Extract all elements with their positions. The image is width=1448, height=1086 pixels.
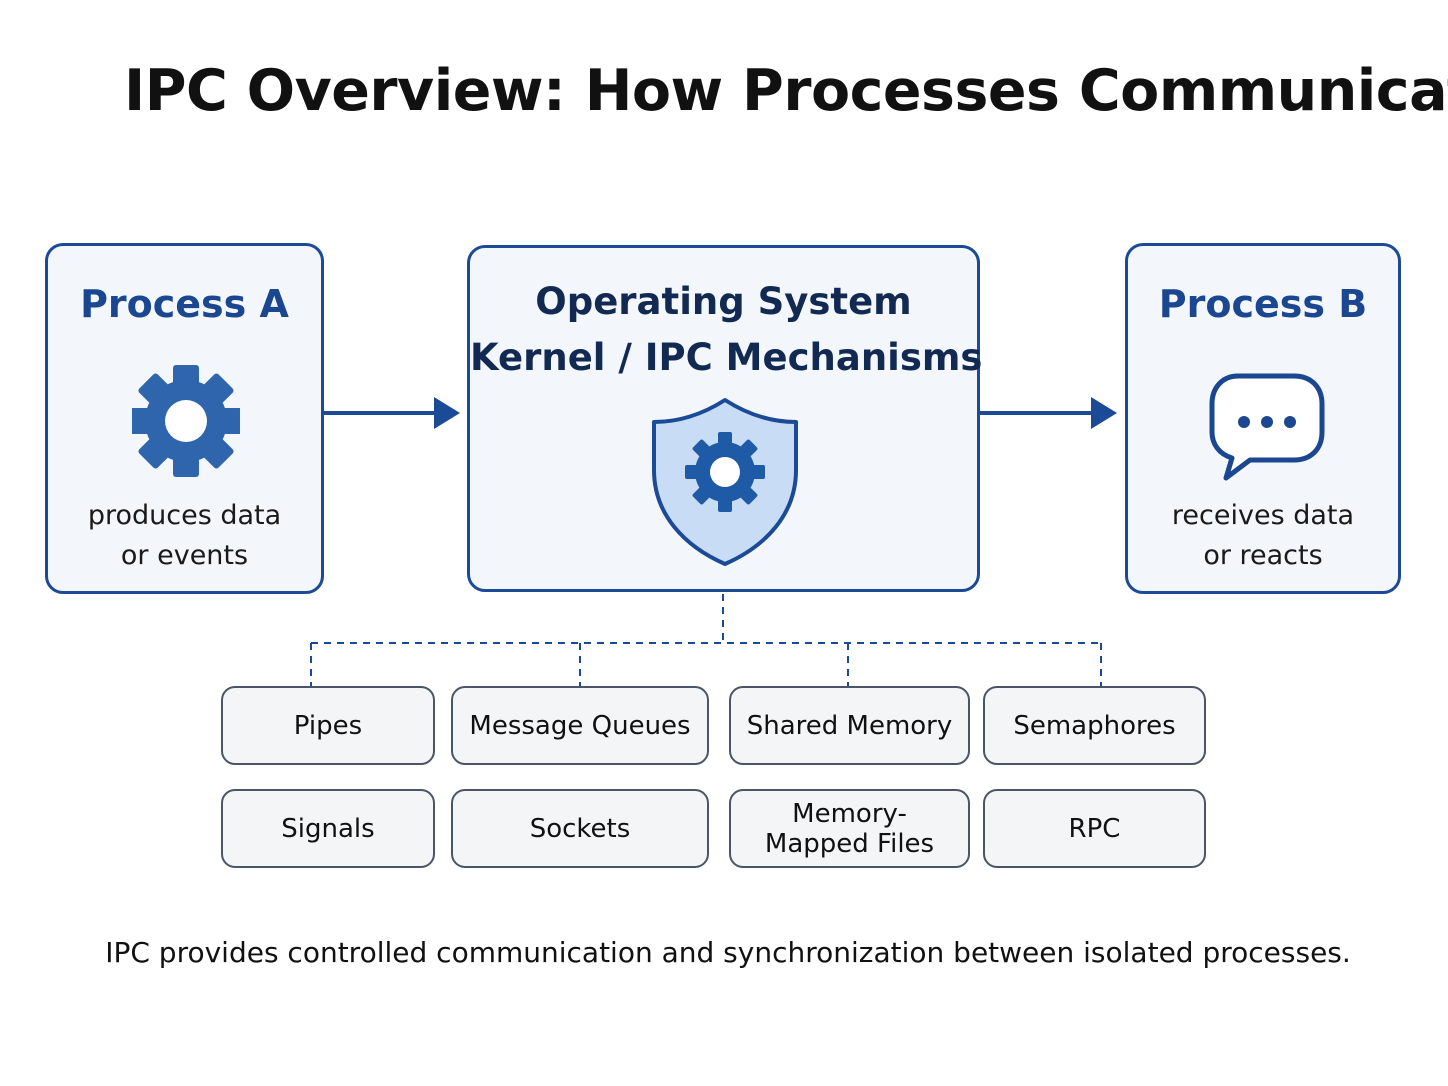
shield-gear-icon <box>650 396 800 572</box>
process-a-caption-line2: or events <box>120 540 249 571</box>
mechanism-signals: Signals <box>221 789 435 868</box>
kernel-heading: Operating System Kernel / IPC Mechanisms <box>470 274 983 386</box>
gear-icon <box>130 364 242 482</box>
process-a-caption: produces data or events <box>48 496 321 576</box>
mechanism-semaphores: Semaphores <box>983 686 1206 765</box>
arrow-kernel-to-b <box>980 397 1117 429</box>
mechanism-sockets: Sockets <box>451 789 709 868</box>
kernel-heading-line2: Kernel / IPC Mechanisms <box>470 336 983 379</box>
process-a-heading: Process A <box>80 282 289 326</box>
process-b-caption-line2: or reacts <box>1203 540 1323 571</box>
mechanism-memory-mapped-files: Memory-Mapped Files <box>729 789 970 868</box>
footer-note: IPC provides controlled communication an… <box>105 936 1351 969</box>
diagram-title: IPC Overview: How Processes Communicate <box>124 58 1448 124</box>
kernel-box: Operating System Kernel / IPC Mechanisms <box>467 245 983 592</box>
kernel-heading-line1: Operating System <box>535 280 912 323</box>
mechanism-shared-memory: Shared Memory <box>729 686 970 765</box>
process-b-caption: receives data or reacts <box>1128 496 1398 576</box>
process-b-heading: Process B <box>1158 282 1368 326</box>
mechanism-message-queues: Message Queues <box>451 686 709 765</box>
mechanism-rpc: RPC <box>983 789 1206 868</box>
process-a-box: Process A produces data or events <box>45 243 324 594</box>
chat-bubble-icon <box>1208 372 1326 486</box>
process-b-box: Process B receives data or reacts <box>1125 243 1401 594</box>
process-b-caption-line1: receives data <box>1171 500 1355 531</box>
process-a-caption-line1: produces data <box>87 500 282 531</box>
arrow-a-to-kernel <box>324 397 460 429</box>
dashed-mechanism-links <box>310 594 1102 686</box>
mechanism-pipes: Pipes <box>221 686 435 765</box>
